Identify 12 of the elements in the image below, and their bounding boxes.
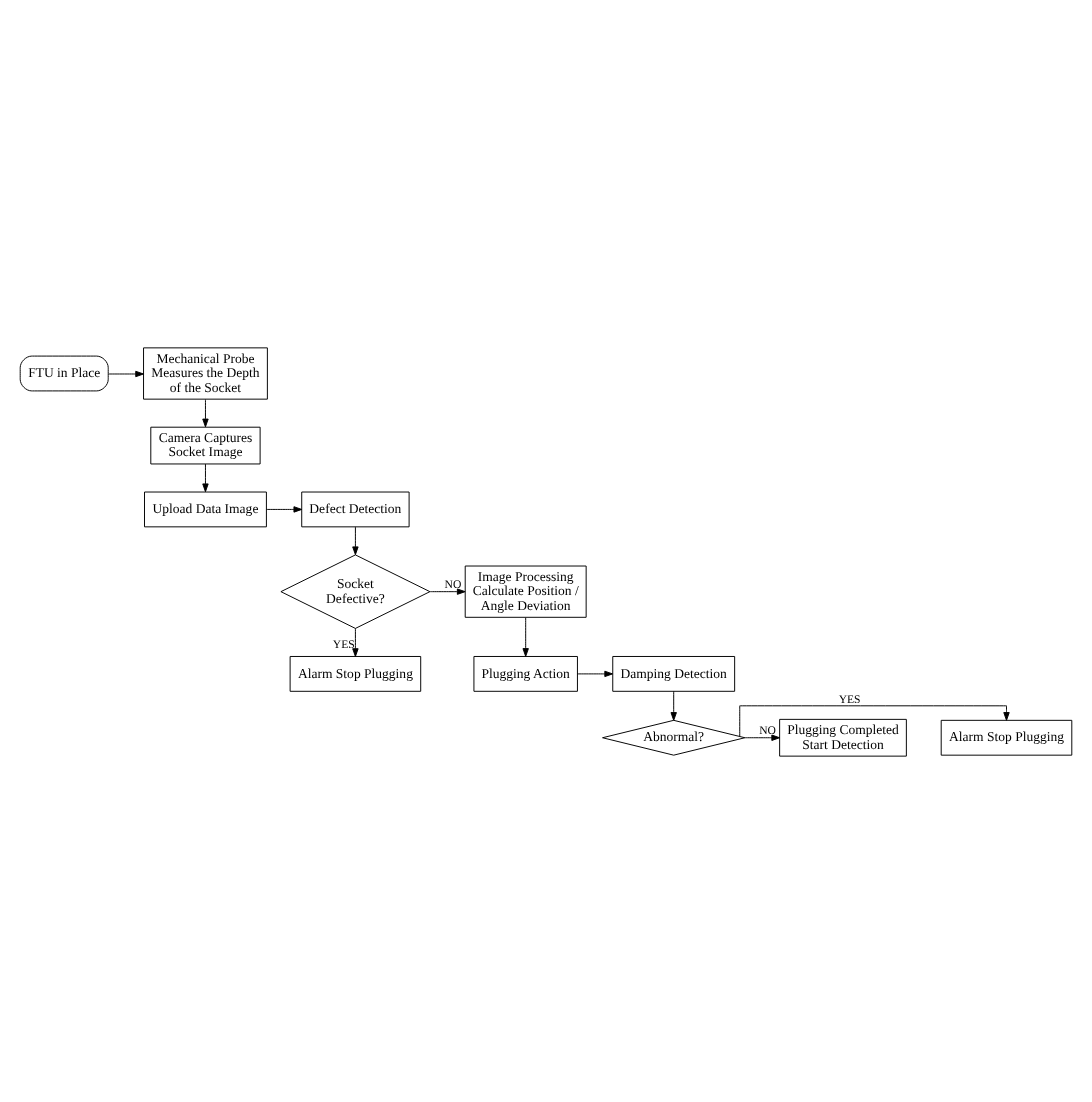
arrow [429,587,466,594]
arrow [202,462,209,492]
arrow [265,505,303,512]
arrow [576,669,614,677]
arrow [202,398,209,427]
arrow [744,733,781,740]
arrow [670,689,677,720]
arrow [522,616,529,656]
arrow [352,525,359,555]
arrow [739,704,1010,736]
arrow [108,369,144,377]
arrow [352,626,359,656]
